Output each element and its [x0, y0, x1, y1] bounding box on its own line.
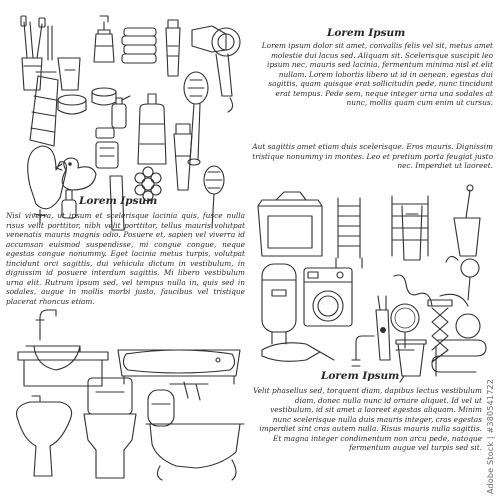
sponge-icon: [96, 128, 118, 168]
flower-sponge-icon: [135, 167, 161, 201]
serpentine-rail-icon: [432, 340, 486, 376]
clawfoot-bathtub-icon: [146, 382, 244, 480]
massage-brush-icon: [204, 166, 224, 228]
washing-machine-icon: [304, 268, 352, 326]
block-paragraph: Nisl viverra, ut ipsum et scelerisque la…: [6, 211, 245, 306]
soap-dispenser-icon: [94, 16, 114, 62]
pedal-bin-icon: [396, 340, 426, 382]
wall-soap-dish-icon: [148, 390, 174, 426]
hair-trimmer-icon: [262, 343, 334, 361]
round-mirror-icon: [391, 304, 419, 350]
washbasin-cabinet-icon: [258, 192, 322, 256]
extendable-mirror-icon: [428, 294, 480, 362]
block-heading: Lorem Ipsum: [79, 195, 158, 207]
block-heading: Lorem Ipsum: [327, 27, 406, 39]
cream-tube-2-icon: [174, 124, 192, 190]
bidet-icon: [17, 396, 72, 476]
block-paragraph: Aut sagittis amet etiam duis scelerisque…: [252, 142, 493, 171]
bath-mitten-icon: [28, 146, 67, 224]
perfume-bottle-icon: [112, 96, 130, 128]
toilet-icon: [84, 378, 136, 478]
towel-stack-icon: [122, 28, 156, 63]
block-paragraph: Lorem ipsum dolor sit amet, convallis fe…: [261, 41, 493, 108]
rubber-duck-icon: [56, 158, 96, 190]
power-cord-icon: [394, 275, 432, 306]
toothbrush-cup-icon: [21, 16, 52, 90]
towel-radiator-icon: [336, 198, 362, 268]
heated-towel-rail-icon: [392, 196, 428, 260]
hair-brush-icon: [184, 72, 208, 165]
toothbrush-icon: [110, 176, 124, 230]
toilet-brush-icon: [454, 185, 480, 256]
toothpaste-icon: [58, 58, 80, 90]
stock-watermark: Adobe Stock | #380541722: [484, 379, 498, 496]
block-paragraph: Velit phasellus sed, torquent diam, dapi…: [253, 386, 482, 453]
electric-toothbrush-icon: [376, 296, 390, 360]
s-rail-icon: [352, 336, 374, 366]
hand-shower-icon: [446, 256, 479, 300]
block-heading: Lorem Ipsum: [321, 370, 400, 382]
shampoo-bottle-icon: [138, 94, 166, 164]
watermark-text: Adobe Stock | #380541722: [486, 378, 495, 494]
sink-counter-icon: [18, 346, 108, 386]
cream-tube-icon: [166, 20, 180, 76]
faucet-icon: [36, 310, 56, 340]
nail-polish-icon: [62, 190, 76, 218]
bathtub-icon: [118, 350, 240, 384]
hanging-towel-icon: [30, 72, 58, 146]
water-heater-icon: [262, 264, 296, 344]
cream-jar-icon: [58, 88, 116, 114]
hair-dryer-icon: [192, 26, 240, 112]
